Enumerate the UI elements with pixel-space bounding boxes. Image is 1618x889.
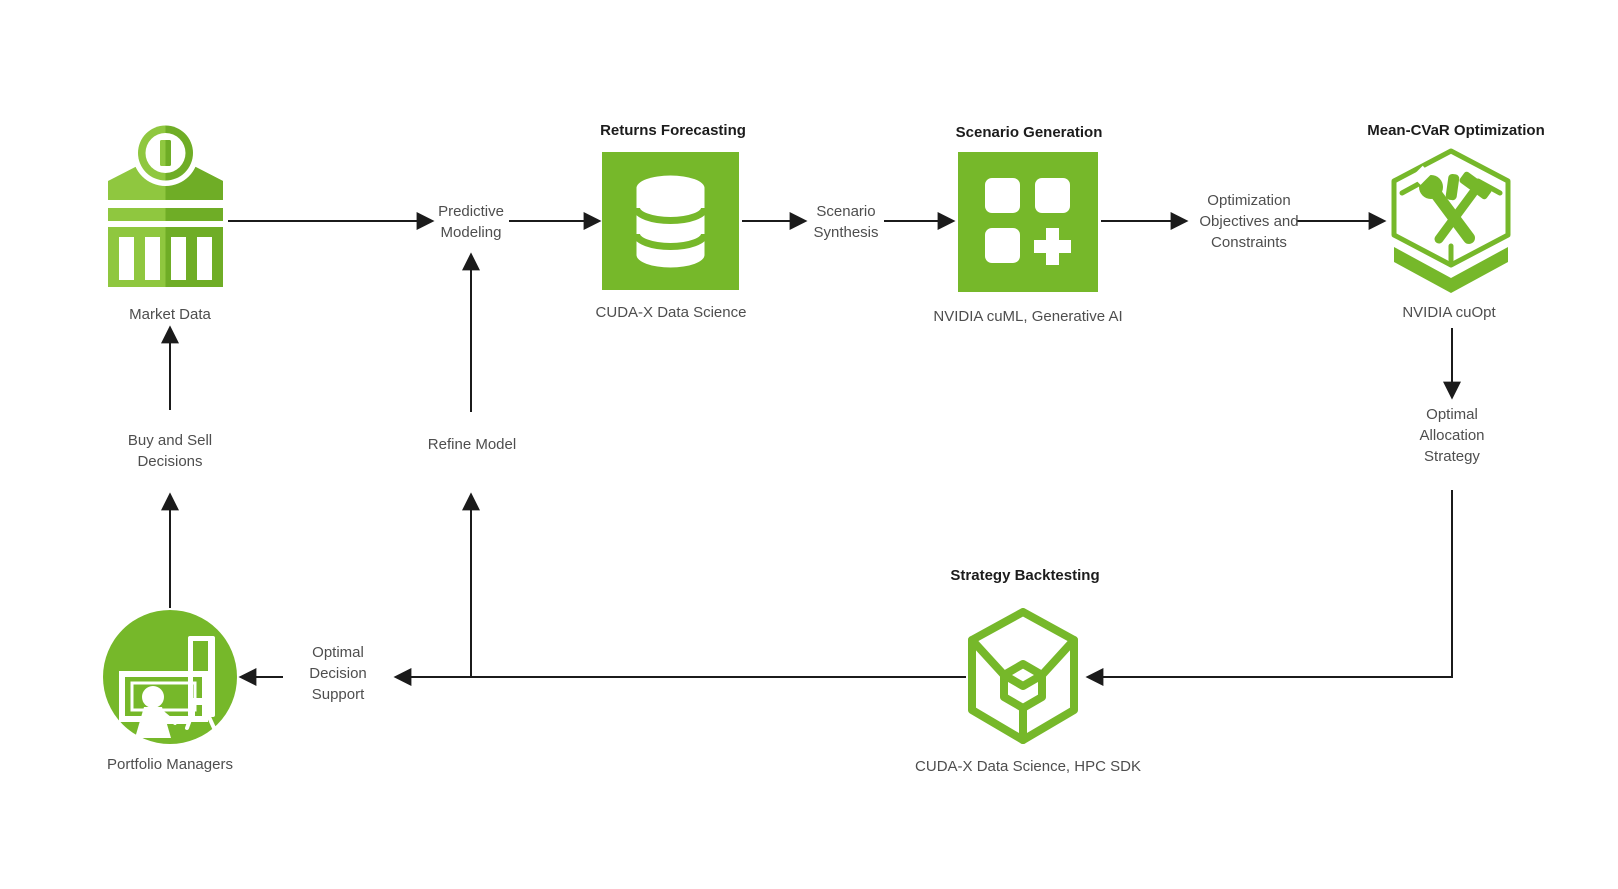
market-data-node [108,120,223,287]
mean-cvar-caption: NVIDIA cuOpt [1402,304,1496,321]
mean-cvar-node [1390,148,1512,294]
flow-label-scenario-synthesis: Scenario Synthesis [813,203,879,241]
presenter-icon [103,610,237,744]
returns-forecasting-node [602,152,739,290]
flow-label-optimization-objectives: Optimization Objectives and Constraints [1199,192,1299,251]
returns-forecasting-title: Returns Forecasting [600,122,746,139]
scenario-generation-node [958,152,1098,292]
cube-icon [968,608,1078,744]
strategy-backtesting-node [966,608,1080,744]
bank-icon [108,120,223,287]
mean-cvar-title: Mean-CVaR Optimization [1367,122,1545,139]
returns-forecasting-caption: CUDA-X Data Science [595,304,747,321]
flow-label-predictive-modeling: Predictive Modeling [438,203,504,241]
portfolio-managers-node [103,610,237,744]
flow-label-refine-model: Refine Model [427,436,517,453]
strategy-backtesting-title: Strategy Backtesting [950,567,1100,584]
portfolio-managers-label: Portfolio Managers [107,756,233,773]
flow-label-optimal-allocation: Optimal Allocation Strategy [1419,406,1485,465]
strategy-backtesting-caption: CUDA-X Data Science, HPC SDK [915,758,1141,775]
flow-label-buy-sell-decisions: Buy and Sell Decisions [127,432,213,470]
scenario-generation-title: Scenario Generation [955,124,1103,141]
arrow-optimal-allocation-to-strategy-backtesting [1085,490,1453,686]
grid-plus-icon [958,152,1098,292]
hexagon-tools-icon [1391,148,1511,293]
flow-label-optimal-decision-support: Optimal Decision Support [309,644,367,703]
database-icon [602,152,739,290]
market-data-label: Market Data [129,306,211,323]
scenario-generation-caption: NVIDIA cuML, Generative AI [933,308,1123,325]
